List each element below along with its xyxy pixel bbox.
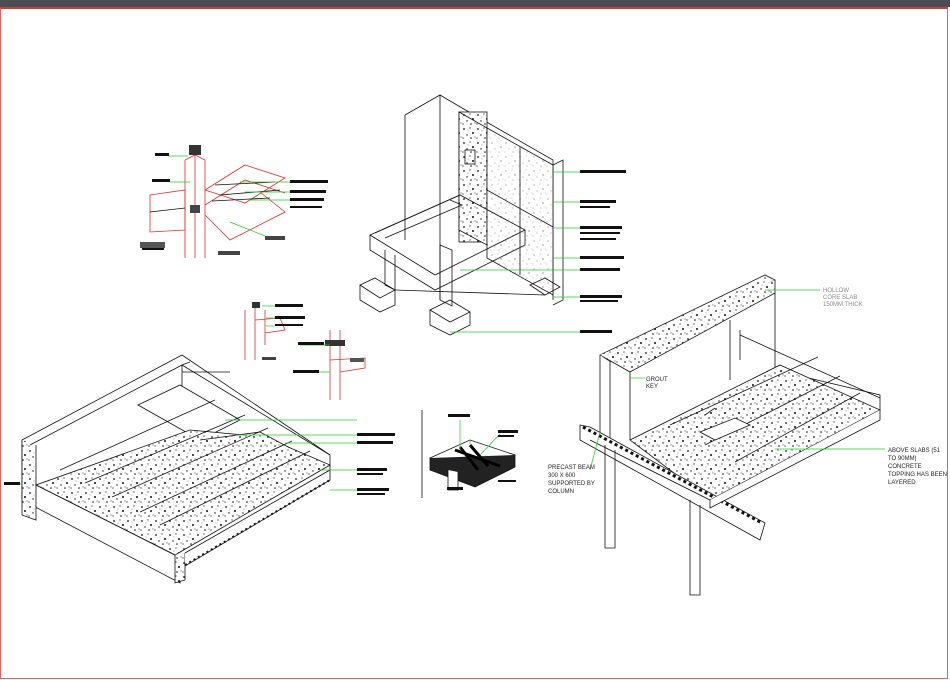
column-section-label-bars bbox=[275, 304, 324, 373]
precast-beam-label: PRECAST BEAM 300 X 600 SUPPORTED BY COLU… bbox=[548, 465, 595, 495]
room-corner-label-bars bbox=[580, 170, 626, 333]
svg-text:CONCRETE: CONCRETE bbox=[888, 464, 922, 470]
joint-detail-leaders bbox=[459, 420, 501, 456]
room-corner-detail bbox=[359, 94, 564, 336]
svg-text:PRECAST BEAM: PRECAST BEAM bbox=[548, 465, 595, 471]
steel-connection-detail bbox=[140, 145, 286, 258]
svg-text:KEY: KEY bbox=[646, 384, 658, 390]
svg-text:TOPPING HAS BEEN: TOPPING HAS BEEN bbox=[888, 472, 947, 478]
window-title-bar bbox=[0, 0, 950, 7]
hollow-core-slab-label: HOLLOW CORE SLAB 150MM THICK bbox=[823, 288, 863, 308]
floor-detail-label-bars bbox=[4, 433, 395, 495]
column-section-leaders bbox=[262, 305, 330, 373]
svg-text:LAYERED: LAYERED bbox=[888, 480, 916, 486]
grout-key-label: GROUT KEY bbox=[646, 377, 668, 390]
steel-detail-label-bars bbox=[142, 153, 328, 250]
svg-text:HOLLOW: HOLLOW bbox=[823, 288, 849, 294]
topping-label: ABOVE SLABS (51 TO 90MM) CONCRETE TOPPIN… bbox=[888, 448, 947, 486]
joint-detail bbox=[428, 439, 517, 491]
svg-text:150MM THICK: 150MM THICK bbox=[823, 302, 863, 308]
svg-text:COLUMN: COLUMN bbox=[548, 489, 574, 495]
svg-text:GROUT: GROUT bbox=[646, 377, 668, 383]
hollow-core-floor-detail bbox=[21, 354, 331, 584]
steel-detail-leaders bbox=[168, 155, 290, 237]
svg-text:SUPPORTED BY: SUPPORTED BY bbox=[548, 481, 595, 487]
joint-detail-label-bars bbox=[447, 414, 518, 490]
precast-detail-leaders bbox=[589, 289, 885, 471]
svg-text:TO 90MM): TO 90MM) bbox=[888, 456, 917, 462]
svg-text:ABOVE SLABS (51: ABOVE SLABS (51 bbox=[888, 448, 941, 454]
svg-text:CORE SLAB: CORE SLAB bbox=[823, 295, 857, 301]
svg-text:300 X 600: 300 X 600 bbox=[548, 473, 576, 479]
room-corner-leaders bbox=[450, 171, 580, 333]
precast-beam-detail bbox=[579, 274, 881, 596]
